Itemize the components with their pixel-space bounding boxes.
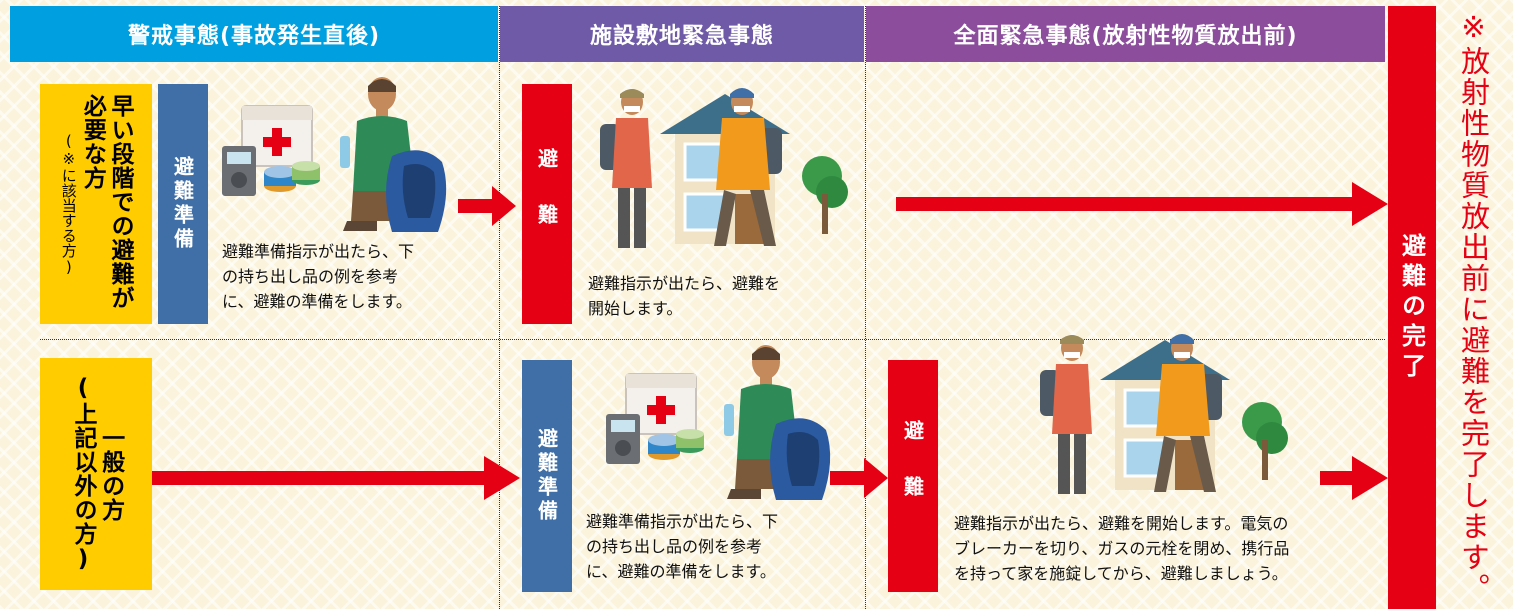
desc-line: ブレーカーを切り、ガスの元栓を閉め、携行品 bbox=[954, 538, 1290, 558]
phase-label: 全面緊急事態(放射性物質放出前) bbox=[953, 24, 1298, 49]
group-note: (上記以外の方) bbox=[70, 375, 96, 573]
group-label-general: 一般の方 (上記以外の方) bbox=[40, 358, 152, 590]
preparation-illustration bbox=[222, 76, 452, 246]
step-label: 避難 bbox=[900, 420, 925, 532]
evacuation-illustration bbox=[600, 76, 850, 262]
desc-line: 避難指示が出たら、避難を bbox=[588, 274, 781, 293]
group-note: (※に該当する方) bbox=[59, 132, 78, 276]
group-label-early: 早い段階での避難が必要な方 (※に該当する方) bbox=[40, 84, 152, 324]
prepare-description-general: 避難準備指示が出たら、下 の持ち出し品の例を参考 に、避難の準備をします。 bbox=[586, 510, 866, 584]
arrow-right-icon bbox=[152, 456, 520, 500]
evacuate-description-early: 避難指示が出たら、避難を 開始します。 bbox=[588, 272, 858, 322]
evacuation-complete-bar: 避難の完了 bbox=[1388, 6, 1436, 609]
desc-line: の持ち出し品の例を参考 bbox=[586, 536, 763, 556]
arrow-right-icon bbox=[896, 182, 1388, 226]
arrow-right-icon bbox=[1320, 456, 1388, 500]
evacuate-description-general: 避難指示が出たら、避難を開始します。電気の ブレーカーを切り、ガスの元栓を閉め、… bbox=[954, 512, 1314, 586]
step-prepare-early: 避難準備 bbox=[158, 84, 208, 324]
phase-header-general-emergency: 全面緊急事態(放射性物質放出前) bbox=[866, 6, 1385, 62]
side-note: ※放射性物質放出前に避難を完了します。 bbox=[1440, 10, 1506, 604]
step-label: 避難準備 bbox=[534, 428, 559, 524]
phase-divider bbox=[865, 6, 866, 609]
group-title: 早い段階での避難が必要な方 bbox=[79, 94, 133, 310]
prepare-description-early: 避難準備指示が出たら、下 の持ち出し品の例を参考 に、避難の準備をします。 bbox=[222, 240, 492, 314]
arrow-right-icon bbox=[458, 186, 516, 226]
desc-line: 避難指示が出たら、避難を開始します。電気の bbox=[954, 514, 1289, 533]
phase-label: 施設敷地緊急事態 bbox=[589, 24, 774, 49]
step-prepare-general: 避難準備 bbox=[522, 360, 572, 592]
step-label: 避難 bbox=[534, 148, 559, 260]
group-title: 一般の方 bbox=[97, 426, 124, 522]
phase-divider bbox=[499, 6, 500, 609]
phase-header-alert: 警戒事態(事故発生直後) bbox=[10, 6, 498, 62]
arrow-right-icon bbox=[830, 458, 888, 498]
step-evacuate-early: 避難 bbox=[522, 84, 572, 324]
desc-line: に、避難の準備をします。 bbox=[586, 561, 776, 581]
preparation-illustration bbox=[606, 344, 836, 514]
phase-header-site-emergency: 施設敷地緊急事態 bbox=[500, 6, 864, 62]
completion-label: 避難の完了 bbox=[1397, 232, 1426, 383]
desc-line: 開始します。 bbox=[588, 298, 683, 318]
row-divider bbox=[40, 339, 1385, 340]
step-evacuate-general: 避難 bbox=[888, 360, 938, 592]
desc-line: に、避難の準備をします。 bbox=[222, 291, 412, 311]
desc-line: 避難準備指示が出たら、下 bbox=[586, 512, 779, 531]
phase-label: 警戒事態(事故発生直後) bbox=[127, 24, 381, 49]
diagram-panel: 警戒事態(事故発生直後) 施設敷地緊急事態 全面緊急事態(放射性物質放出前) 早… bbox=[10, 6, 1388, 609]
side-note-text: ※放射性物質放出前に避難を完了します。 bbox=[1456, 10, 1491, 604]
desc-line: の持ち出し品の例を参考 bbox=[222, 266, 399, 286]
desc-line: 避難準備指示が出たら、下 bbox=[222, 242, 415, 261]
step-label: 避難準備 bbox=[170, 156, 195, 252]
desc-line: を持って家を施錠してから、避難しましょう。 bbox=[954, 563, 1288, 583]
evacuation-illustration bbox=[1040, 322, 1290, 508]
